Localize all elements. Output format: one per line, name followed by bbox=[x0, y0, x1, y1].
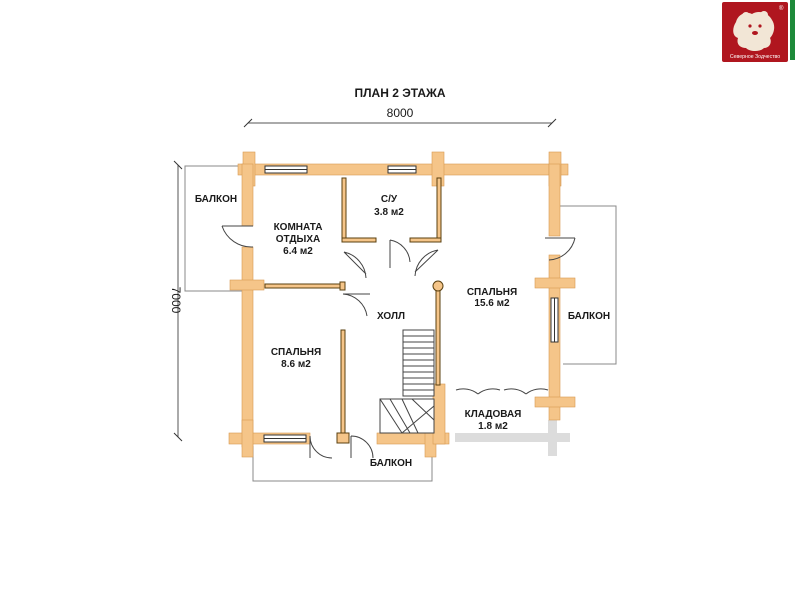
windows bbox=[263, 165, 559, 443]
hall-label: ХОЛЛ bbox=[377, 311, 405, 322]
bear-icon: ® Северное Зодчество bbox=[730, 5, 784, 60]
company-logo: ® Северное Зодчество bbox=[722, 2, 788, 62]
storage-area: 1.8 м2 bbox=[478, 421, 508, 432]
rest-room-label-line2: ОТДЫХА bbox=[276, 234, 320, 245]
partitions bbox=[264, 177, 444, 444]
plan-title: ПЛАН 2 ЭТАЖА bbox=[354, 86, 445, 100]
width-label: 8000 bbox=[387, 106, 414, 120]
bedroom-small-area: 8.6 м2 bbox=[281, 359, 311, 370]
doors bbox=[221, 225, 576, 459]
balcony-outlines bbox=[184, 165, 617, 482]
bedroom-small-label: СПАЛЬНЯ bbox=[271, 347, 321, 358]
logo-caption: Северное Зодчество bbox=[730, 54, 780, 60]
staircase bbox=[379, 329, 435, 434]
rest-room-area: 6.4 м2 bbox=[283, 246, 313, 257]
ghost-wall bbox=[455, 420, 570, 456]
bathroom-area: 3.8 м2 bbox=[374, 207, 404, 218]
logo-stripe-white bbox=[788, 0, 790, 60]
balcony-right-label: БАЛКОН bbox=[568, 311, 610, 322]
logo-stripe-green bbox=[790, 0, 795, 60]
dimension-height: 7000 bbox=[169, 160, 183, 442]
balcony-bottom-label: БАЛКОН bbox=[370, 458, 412, 469]
registered-mark: ® bbox=[779, 5, 784, 12]
bedroom-large-area: 15.6 м2 bbox=[474, 298, 510, 309]
dimension-width: 8000 bbox=[243, 106, 557, 128]
height-label: 7000 bbox=[169, 287, 183, 314]
balcony-top-left-label: БАЛКОН bbox=[195, 194, 237, 205]
bathroom-label: С/У bbox=[381, 194, 398, 205]
storage-label: КЛАДОВАЯ bbox=[465, 409, 522, 420]
bedroom-large-label: СПАЛЬНЯ bbox=[467, 287, 517, 298]
rest-room-label-line1: КОМНАТА bbox=[274, 222, 323, 233]
